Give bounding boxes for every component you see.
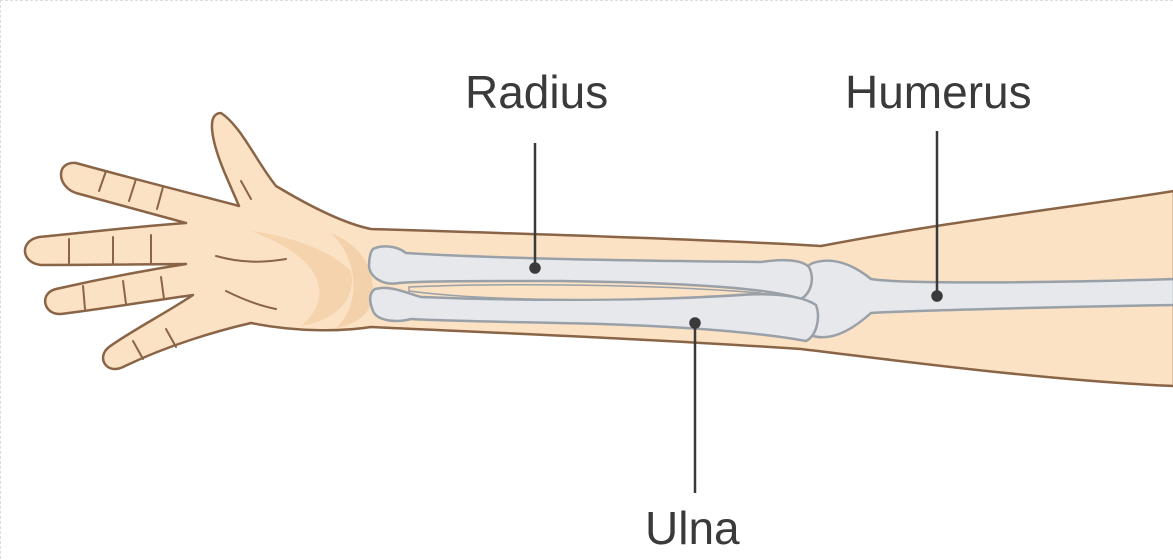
ulna-leader-dot	[691, 319, 700, 328]
humerus-label: Humerus	[845, 69, 1032, 115]
humerus-leader-dot	[933, 292, 942, 301]
ulna-label: Ulna	[645, 505, 740, 551]
arm-skin	[25, 113, 1173, 386]
radius-label: Radius	[465, 69, 608, 115]
radius-leader-dot	[531, 264, 540, 273]
